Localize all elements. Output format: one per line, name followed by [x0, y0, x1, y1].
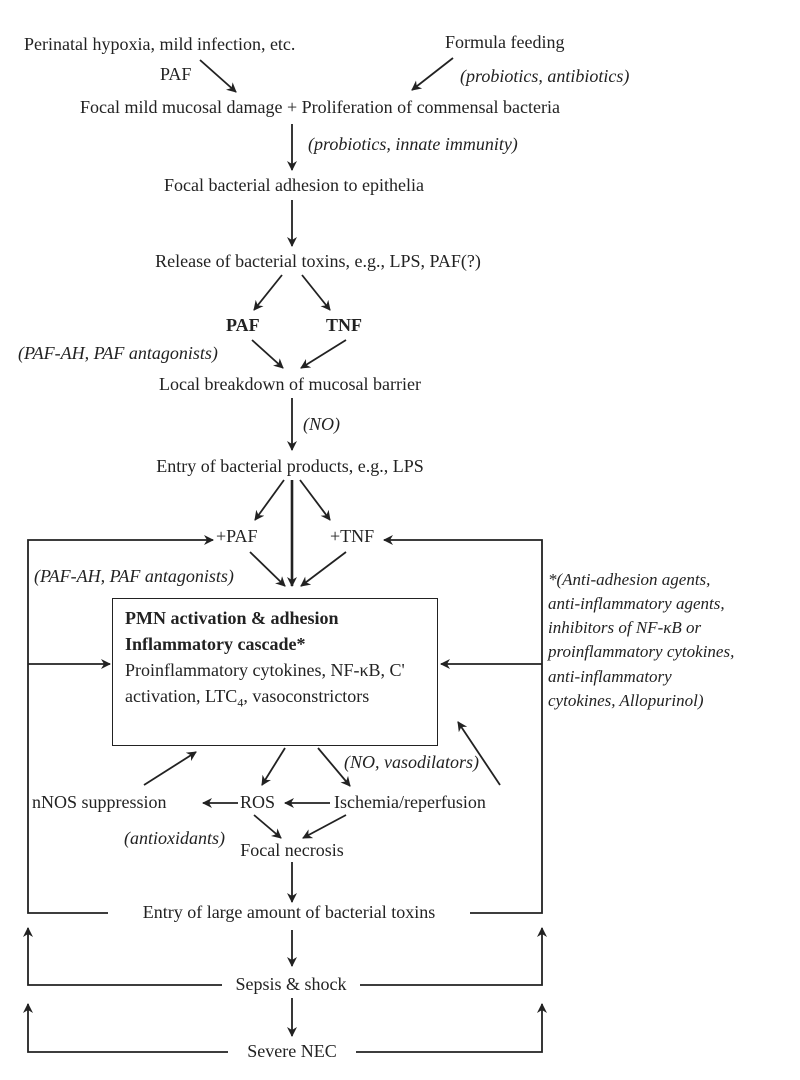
arrow-nnos-to-box [143, 751, 197, 786]
arrow-plus-paf-to-box [249, 551, 286, 587]
modifier-pafah-2: (PAF-AH, PAF antagonists) [34, 566, 234, 586]
box-line-cascade: Inflammatory cascade* [125, 634, 306, 655]
side-note-line-1: *(Anti-adhesion agents, [548, 570, 711, 589]
node-focal-necrosis: Focal necrosis [240, 840, 344, 860]
node-paf: PAF [226, 315, 260, 335]
box-activation-text: activation, LTC [125, 686, 238, 707]
modifier-probiotics-innate: (probiotics, innate immunity) [308, 134, 518, 154]
box-ltc-subscript: 4 [237, 695, 244, 710]
sepsis-loop-right [360, 927, 547, 986]
side-note: *(Anti-adhesion agents, anti-inflammator… [548, 568, 798, 713]
node-release-toxins: Release of bacterial toxins, e.g., LPS, … [155, 251, 481, 271]
node-ros: ROS [240, 792, 276, 812]
arrow-tnf-to-breakdown [300, 339, 347, 369]
arrow-ros-to-necrosis [253, 814, 282, 839]
arrow-release-to-paf [253, 274, 283, 311]
modifier-no-1: (NO) [303, 414, 340, 434]
arrow-ischemia-to-box [457, 721, 501, 786]
side-note-line-4: proinflammatory cytokines, [548, 642, 735, 662]
arrow-formula-to-proliferation [411, 57, 454, 91]
inflammatory-cascade-box: PMN activation & adhesion Inflammatory c… [112, 598, 438, 746]
side-note-line-3: inhibitors of NF-κB or [548, 618, 702, 638]
modifier-pafah-1: (PAF-AH, PAF antagonists) [18, 343, 218, 363]
node-plus-tnf: +TNF [330, 526, 375, 546]
node-perinatal: Perinatal hypoxia, mild infection, etc. [24, 34, 296, 54]
node-focal-adhesion: Focal bacterial adhesion to epithelia [164, 175, 424, 195]
arrow-release-to-tnf [301, 274, 331, 311]
arrow-box-to-ros [261, 747, 286, 786]
arrow-box-to-ischemia [317, 747, 351, 787]
node-entry-large: Entry of large amount of bacterial toxin… [142, 902, 436, 922]
box-vasoconstrictors-text: , vasoconstrictors [243, 686, 370, 707]
outer-bottom-loop-right [356, 1003, 547, 1053]
arrow-entry-to-plus-tnf [299, 479, 331, 521]
box-line-pmn: PMN activation & adhesion [125, 608, 339, 628]
node-ischemia: Ischemia/reperfusion [334, 792, 486, 812]
node-nnos-suppression: nNOS suppression [32, 792, 167, 812]
node-formula: Formula feeding [445, 32, 565, 52]
side-note-line-2: anti-inflammatory agents, [548, 594, 725, 614]
outer-bottom-loop [23, 1003, 228, 1053]
box-line-activation: activation, LTC4, vasoconstrictors [125, 683, 427, 712]
node-entry-products: Entry of bacterial products, e.g., LPS [156, 456, 424, 476]
sepsis-loop [23, 927, 222, 986]
left-loop-line [27, 535, 214, 914]
arrow-paf-to-breakdown [251, 339, 284, 369]
modifier-probiotics-antibiotics: (probiotics, antibiotics) [460, 66, 630, 86]
right-loop-line [383, 535, 543, 914]
arrow-ischemia-to-necrosis [302, 814, 347, 839]
box-line-cytokines: Proinflammatory cytokines, NF-κB, C' [125, 660, 405, 681]
node-plus-paf: +PAF [216, 526, 258, 546]
side-note-line-5: anti-inflammatory [548, 666, 672, 686]
node-severe-nec: Severe NEC [247, 1041, 337, 1061]
side-note-line-6: cytokines, Allopurinol) [548, 690, 704, 710]
modifier-antioxidants: (antioxidants) [124, 828, 225, 848]
modifier-no-vasodilators: (NO, vasodilators) [344, 752, 479, 772]
node-tnf: TNF [326, 315, 362, 335]
node-local-breakdown: Local breakdown of mucosal barrier [159, 374, 421, 394]
arrow-perinatal-to-damage [199, 59, 237, 93]
node-sepsis-shock: Sepsis & shock [235, 974, 347, 994]
label-paf-1: PAF [160, 64, 192, 84]
arrow-plus-tnf-to-box [300, 551, 347, 587]
node-focal-damage: Focal mild mucosal damage + Proliferatio… [80, 97, 560, 117]
arrow-entry-to-plus-paf [254, 479, 285, 521]
